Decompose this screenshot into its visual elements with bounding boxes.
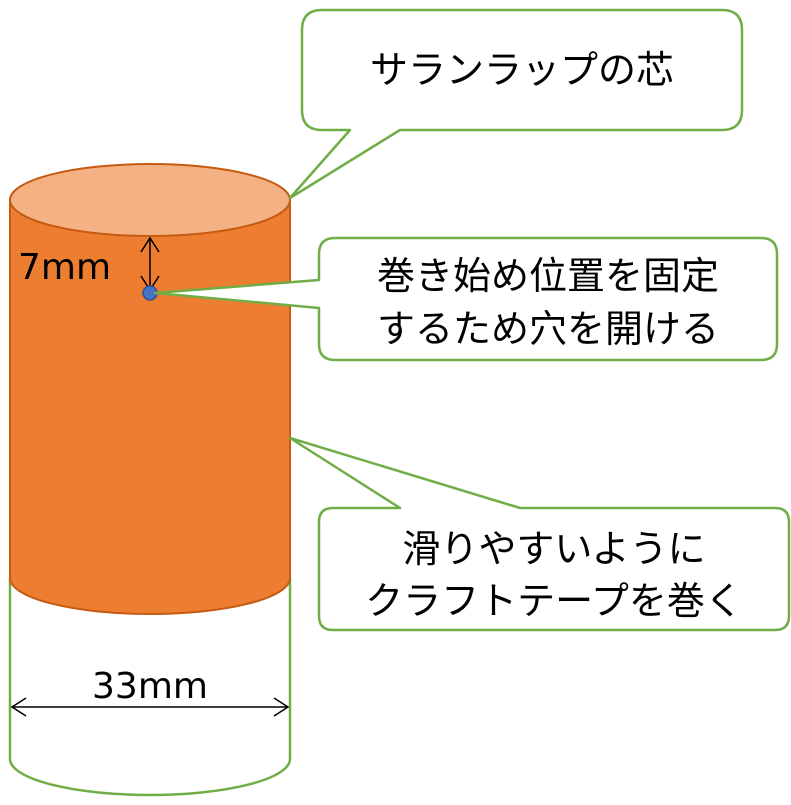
diameter-arrowhead-right <box>273 697 290 717</box>
callout-tape-bubble <box>288 436 791 632</box>
callout-tape-text-line2: クラフトテープを巻く <box>365 579 743 623</box>
callout-hole: 巻き始め位置を固定 するため穴を開ける <box>153 236 779 362</box>
hole-offset-arrowhead-top <box>140 236 160 253</box>
callout-core-bubble <box>288 8 744 200</box>
callout-hole-bubble <box>153 236 779 362</box>
cylinder-wrapped <box>9 163 291 615</box>
hole-offset-label: 7mm <box>18 247 111 288</box>
callout-hole-text-line1: 巻き始め位置を固定 <box>377 254 719 298</box>
diameter-arrowhead-left <box>10 697 27 717</box>
hole-offset-dimension: 7mm <box>18 236 160 292</box>
diameter-label: 33mm <box>92 666 208 707</box>
cylinder-top <box>9 163 291 237</box>
callout-core: サランラップの芯 <box>288 8 744 200</box>
cylinder-core-outline <box>8 578 292 797</box>
callout-hole-text-line2: するため穴を開ける <box>377 307 719 351</box>
callout-tape-text-line1: 滑りやすいように <box>402 527 705 571</box>
diameter-dimension: 33mm <box>10 666 290 717</box>
callout-core-text: サランラップの芯 <box>370 48 674 92</box>
cylinder-body <box>9 199 291 615</box>
cylinder-core <box>8 578 292 797</box>
callout-tape: 滑りやすいように クラフトテープを巻く <box>288 436 791 632</box>
